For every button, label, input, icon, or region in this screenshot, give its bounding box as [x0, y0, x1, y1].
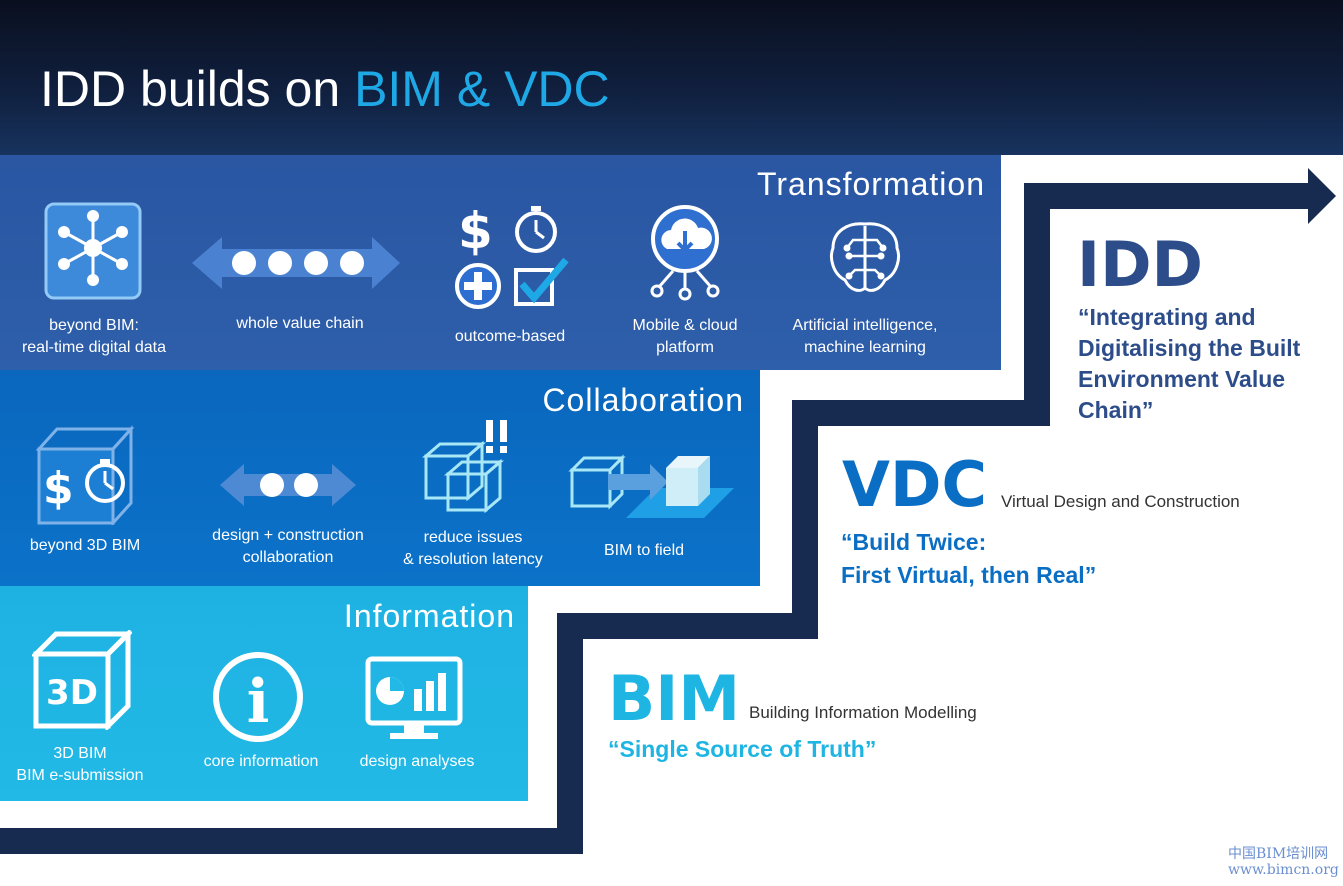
bim-quote: “Single Source of Truth” — [608, 736, 877, 762]
cloud-icon — [650, 205, 720, 301]
plus-icon — [455, 263, 501, 309]
collaboration-label: Collaboration — [542, 382, 744, 418]
page-title: IDD builds on BIM & VDC — [40, 60, 610, 118]
transformation-item-1-label: beyond BIM:real-time digital data — [21, 317, 167, 356]
transformation-band — [0, 155, 1001, 370]
transformation-item-2-label: whole value chain — [236, 315, 364, 332]
brain-icon — [830, 222, 900, 292]
collaboration-item-3-label: reduce issues& resolution latency — [403, 529, 543, 568]
outcome-icons: $ — [455, 202, 569, 309]
information-item-2-label: core information — [203, 753, 319, 770]
checkbox-icon — [514, 257, 569, 306]
info-icon: i — [213, 652, 303, 742]
network-cube-icon — [44, 202, 142, 300]
title-highlight: BIM & VDC — [354, 61, 610, 117]
staircase-arrowhead — [1308, 168, 1336, 224]
clash-cubes-icon — [421, 420, 507, 514]
stopwatch-icon — [515, 206, 557, 253]
cube-3d-glyph: 3D — [46, 673, 98, 713]
bim-subtitle: Building Information Modelling — [749, 703, 977, 722]
info-glyph: i — [247, 667, 270, 737]
dollar-icon: $ — [458, 202, 493, 260]
cost-time-cube-icon: $ — [35, 425, 135, 525]
information-item-3-label: design analyses — [359, 753, 475, 770]
header-banner — [0, 0, 1343, 155]
transformation-label: Transformation — [757, 166, 985, 202]
vdc-quote: “Build Twice:First Virtual, then Real” — [841, 529, 1097, 588]
idd-heading: IDD — [1077, 228, 1203, 301]
analytics-monitor-icon — [365, 656, 463, 739]
dollar-icon: $ — [43, 463, 74, 514]
double-arrow-icon — [220, 464, 356, 506]
vdc-subtitle: Virtual Design and Construction — [1001, 492, 1240, 511]
chain-arrow-icon — [192, 237, 400, 289]
bim-heading: BIM — [608, 662, 741, 735]
vdc-heading: VDC — [842, 448, 987, 521]
collaboration-item-1-label: beyond 3D BIM — [29, 537, 141, 554]
title-prefix: IDD builds on — [40, 61, 341, 117]
transformation-item-3-label: outcome-based — [454, 328, 566, 345]
transformation-item-5-label: Artificial intelligence,machine learning — [792, 317, 938, 356]
cube-3d-icon: 3D — [32, 630, 132, 730]
information-label: Information — [343, 598, 515, 634]
bim-to-field-icon — [568, 454, 734, 518]
collaboration-item-4-label: BIM to field — [603, 542, 685, 559]
staircase-line — [0, 183, 1310, 854]
